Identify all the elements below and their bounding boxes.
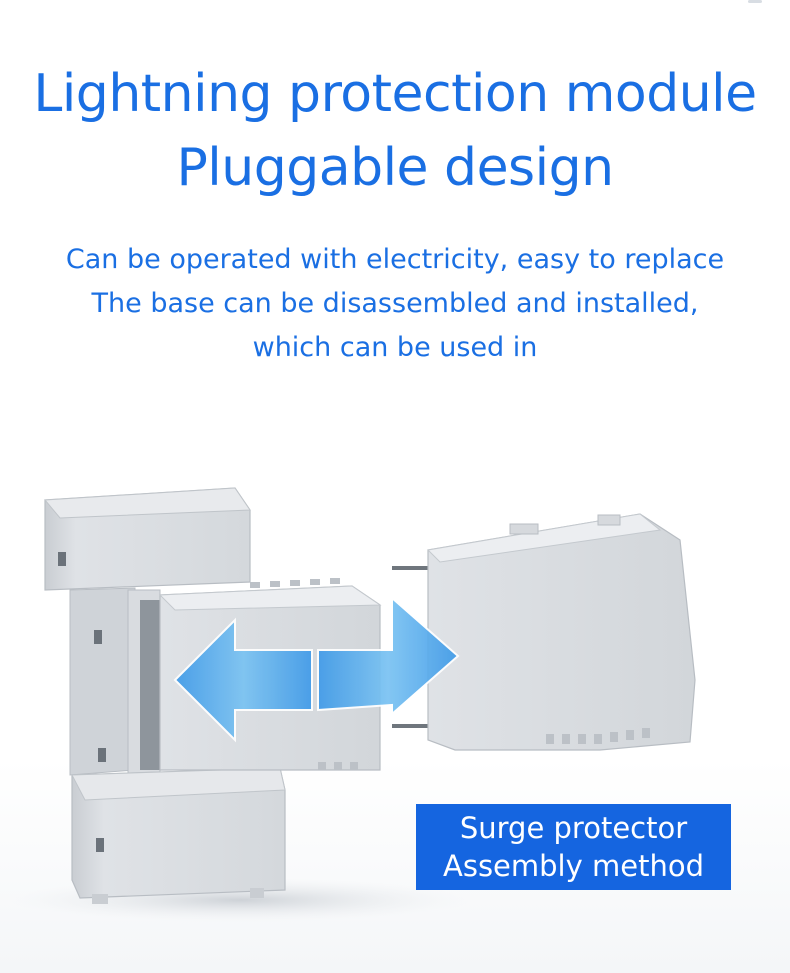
bidirectional-arrow xyxy=(173,595,460,743)
surge-protector-illustration xyxy=(10,487,696,922)
base-unit xyxy=(43,487,286,904)
detached-module xyxy=(392,513,696,751)
description-line-1: Can be operated with electricity, easy t… xyxy=(65,244,725,275)
caption-line-1: Surge protector xyxy=(459,811,688,845)
caption-line-2: Assembly method xyxy=(443,849,704,883)
description-line-2: The base can be disassembled and install… xyxy=(91,288,699,319)
caption-box: Surge protector Assembly method xyxy=(416,804,731,890)
heading-line-2: Pluggable design xyxy=(176,138,614,198)
description-line-3: which can be used in xyxy=(252,332,538,363)
corner-mark xyxy=(748,0,762,3)
heading-line-1: Lightning protection module xyxy=(33,64,757,124)
